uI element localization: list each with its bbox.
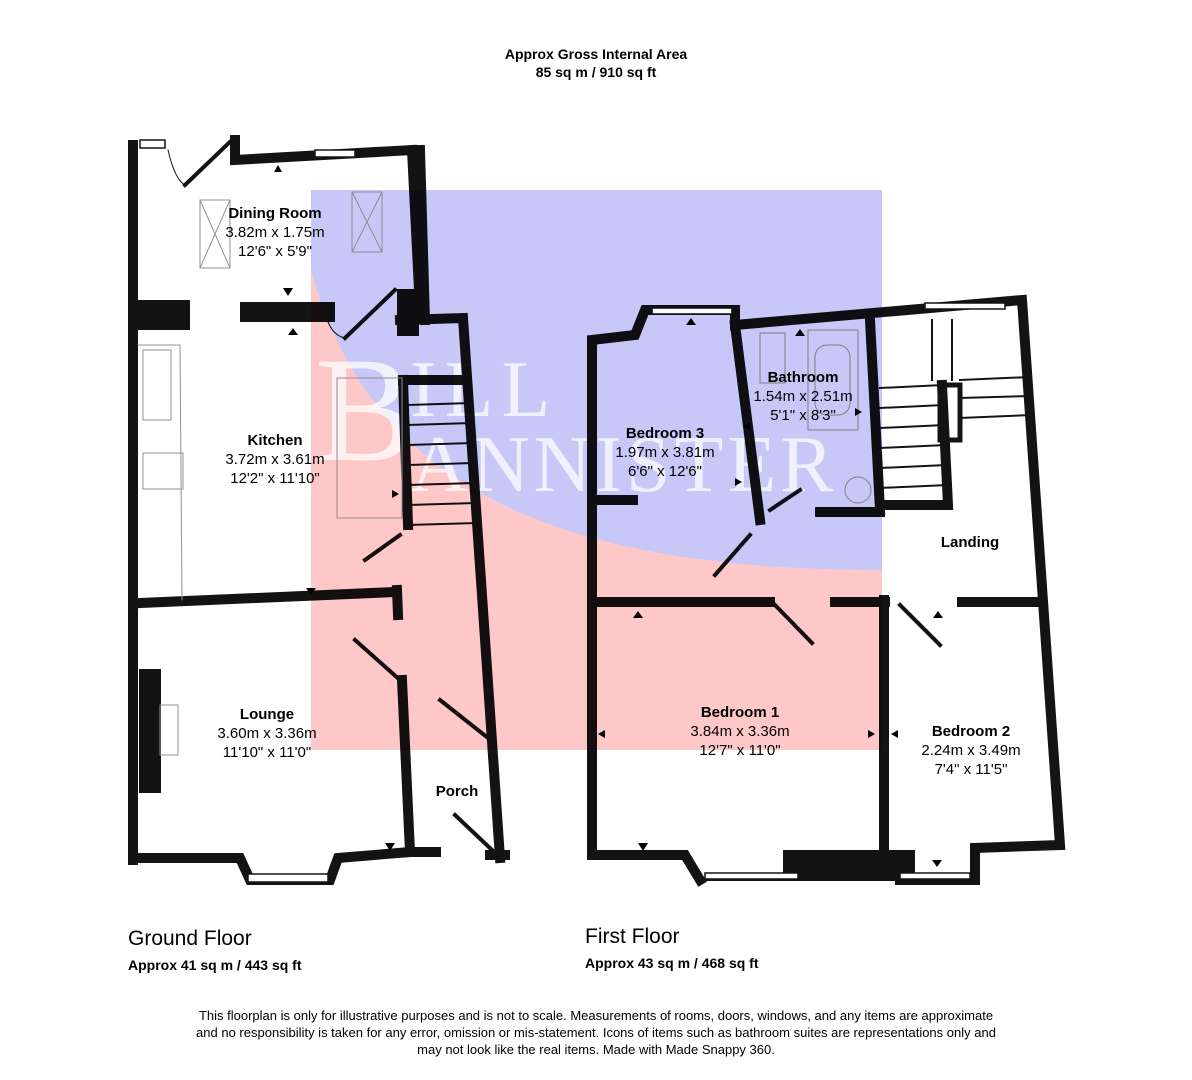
first-floor-stairs	[878, 319, 1034, 490]
room-name: Bedroom 3	[625, 425, 705, 442]
disclaimer-line-1: This floorplan is only for illustrative …	[198, 1008, 994, 1023]
room-name: Kitchen	[247, 432, 303, 449]
room-name: Porch	[435, 783, 479, 800]
floor-name: Ground Floor	[128, 927, 252, 950]
room-metric: 3.72m x 3.61m	[225, 451, 325, 468]
room-landing: Landing	[941, 533, 999, 552]
room-metric: 1.97m x 3.81m	[615, 444, 715, 461]
room-name: Bathroom	[767, 369, 839, 386]
room-name: Bedroom 1	[700, 704, 780, 721]
room-dining-room: Dining Room 3.82m x 1.75m 12'6" x 5'9"	[225, 204, 324, 261]
room-bedroom-3: Bedroom 3 1.97m x 3.81m 6'6" x 12'6"	[615, 424, 714, 481]
ground-floor-fixtures	[137, 191, 403, 756]
ground-floor-stairs	[406, 401, 478, 527]
disclaimer-line-3: may not look like the real items. Made w…	[417, 1042, 775, 1057]
room-metric: 2.24m x 3.49m	[921, 742, 1021, 759]
room-metric: 1.54m x 2.51m	[753, 388, 853, 405]
room-imperial: 6'6" x 12'6"	[628, 463, 702, 480]
room-bedroom-2: Bedroom 2 2.24m x 3.49m 7'4" x 11'5"	[921, 722, 1020, 779]
room-imperial: 12'2" x 11'10"	[230, 470, 320, 487]
room-name: Lounge	[239, 706, 295, 723]
room-metric: 3.84m x 3.36m	[690, 723, 790, 740]
first-floor-caption: First Floor Approx 43 sq m / 468 sq ft	[585, 925, 759, 971]
room-imperial: 11'10" x 11'0"	[222, 744, 312, 761]
room-imperial: 12'6" x 5'9"	[238, 243, 312, 260]
room-imperial: 7'4" x 11'5"	[934, 761, 1008, 778]
title-line-2: 85 sq m / 910 sq ft	[535, 64, 657, 80]
watermark-line-2: ANNISTER	[410, 421, 838, 509]
room-lounge: Lounge 3.60m x 3.36m 11'10" x 11'0"	[217, 705, 316, 762]
first-floor-walls	[587, 294, 1066, 887]
title-line-1: Approx Gross Internal Area	[504, 46, 688, 62]
bathroom-fixtures	[759, 329, 872, 504]
floor-area: Approx 43 sq m / 468 sq ft	[585, 955, 759, 971]
floor-name: First Floor	[585, 925, 680, 948]
floor-area: Approx 41 sq m / 443 sq ft	[128, 957, 302, 973]
ground-floor-doors	[167, 137, 495, 853]
room-bedroom-1: Bedroom 1 3.84m x 3.36m 12'7" x 11'0"	[690, 703, 789, 760]
room-name: Bedroom 2	[931, 723, 1011, 740]
room-porch: Porch	[436, 782, 479, 801]
room-imperial: 5'1" x 8'3"	[770, 407, 836, 424]
ground-floor-walls	[128, 135, 510, 885]
first-floor-windows	[651, 302, 1006, 880]
watermark-initial: B	[315, 327, 416, 493]
ground-floor-caption: Ground Floor Approx 41 sq m / 443 sq ft	[128, 927, 302, 973]
disclaimer-line-2: and no responsibility is taken for any e…	[196, 1025, 996, 1040]
gross-internal-area-title: Approx Gross Internal Area 85 sq m / 910…	[0, 45, 1192, 81]
watermark-line-1: ILL	[410, 346, 559, 434]
room-name: Dining Room	[228, 205, 322, 222]
windows	[139, 139, 356, 883]
room-kitchen: Kitchen 3.72m x 3.61m 12'2" x 11'10"	[225, 431, 324, 488]
room-metric: 3.60m x 3.36m	[217, 725, 317, 742]
room-name: Landing	[940, 534, 1000, 551]
measurement-arrows	[274, 165, 943, 867]
first-floor-doors	[712, 487, 943, 648]
disclaimer: This floorplan is only for illustrative …	[0, 1007, 1192, 1058]
room-metric: 3.82m x 1.75m	[225, 224, 325, 241]
room-bathroom: Bathroom 1.54m x 2.51m 5'1" x 8'3"	[753, 368, 852, 425]
room-imperial: 12'7" x 11'0"	[699, 742, 781, 759]
